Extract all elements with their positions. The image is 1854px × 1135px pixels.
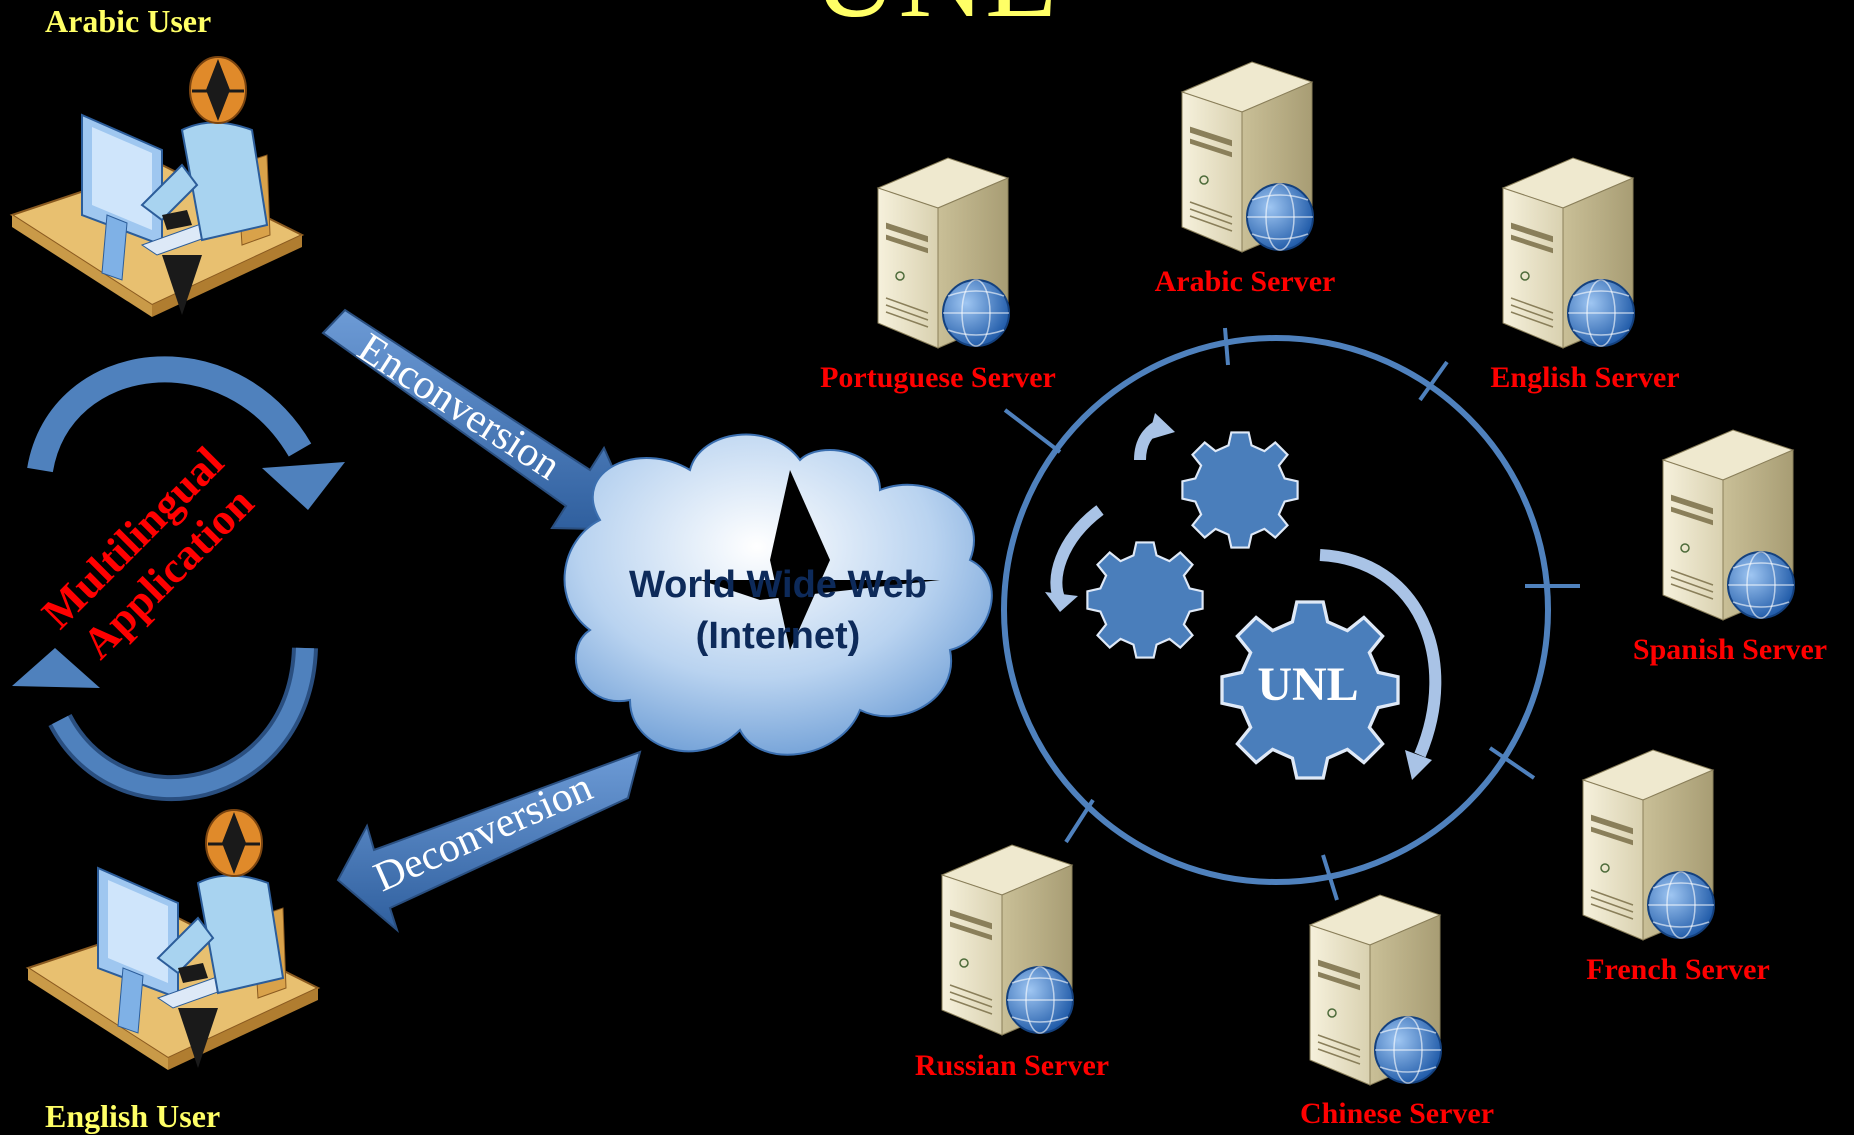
gear-icon — [1086, 541, 1204, 659]
cycle-arrows — [12, 356, 345, 802]
server-icon — [1309, 894, 1442, 1086]
multilingual-application-label: Multilingual Application — [32, 437, 263, 668]
top-user-label: Arabic User — [45, 3, 211, 39]
server-label-russian: Russian Server — [915, 1049, 1109, 1082]
enconversion-label: Enconversion — [350, 325, 569, 489]
unl-gear-label: UNL — [1257, 658, 1358, 711]
user-at-computer-icon — [26, 808, 320, 1072]
server-label-spanish: Spanish Server — [1633, 633, 1827, 666]
server-label-chinese: Chinese Server — [1300, 1097, 1494, 1130]
deconversion-arrow: Deconversion — [336, 750, 642, 934]
page-title: UNL — [812, 0, 1059, 42]
server-icon — [1181, 61, 1314, 253]
web-label-line2: (Internet) — [696, 615, 861, 657]
server-label-french: French Server — [1586, 953, 1770, 986]
web-label-line1: World Wide Web — [629, 564, 927, 606]
server-icon — [877, 157, 1010, 349]
cloud-icon — [563, 433, 993, 756]
server-icon — [1502, 157, 1635, 349]
bottom-user-label: English User — [45, 1098, 220, 1134]
unl-hub — [1001, 327, 1580, 901]
server-label-portuguese: Portuguese Server — [820, 361, 1056, 394]
deconversion-label: Deconversion — [367, 764, 599, 901]
user-at-computer-icon — [10, 55, 304, 319]
server-label-arabic: Arabic Server — [1155, 265, 1336, 298]
gear-icon — [1181, 431, 1299, 549]
server-icon — [1582, 749, 1715, 941]
server-icon — [1662, 429, 1795, 621]
server-icon — [941, 844, 1074, 1036]
server-label-english: English Server — [1490, 361, 1679, 394]
